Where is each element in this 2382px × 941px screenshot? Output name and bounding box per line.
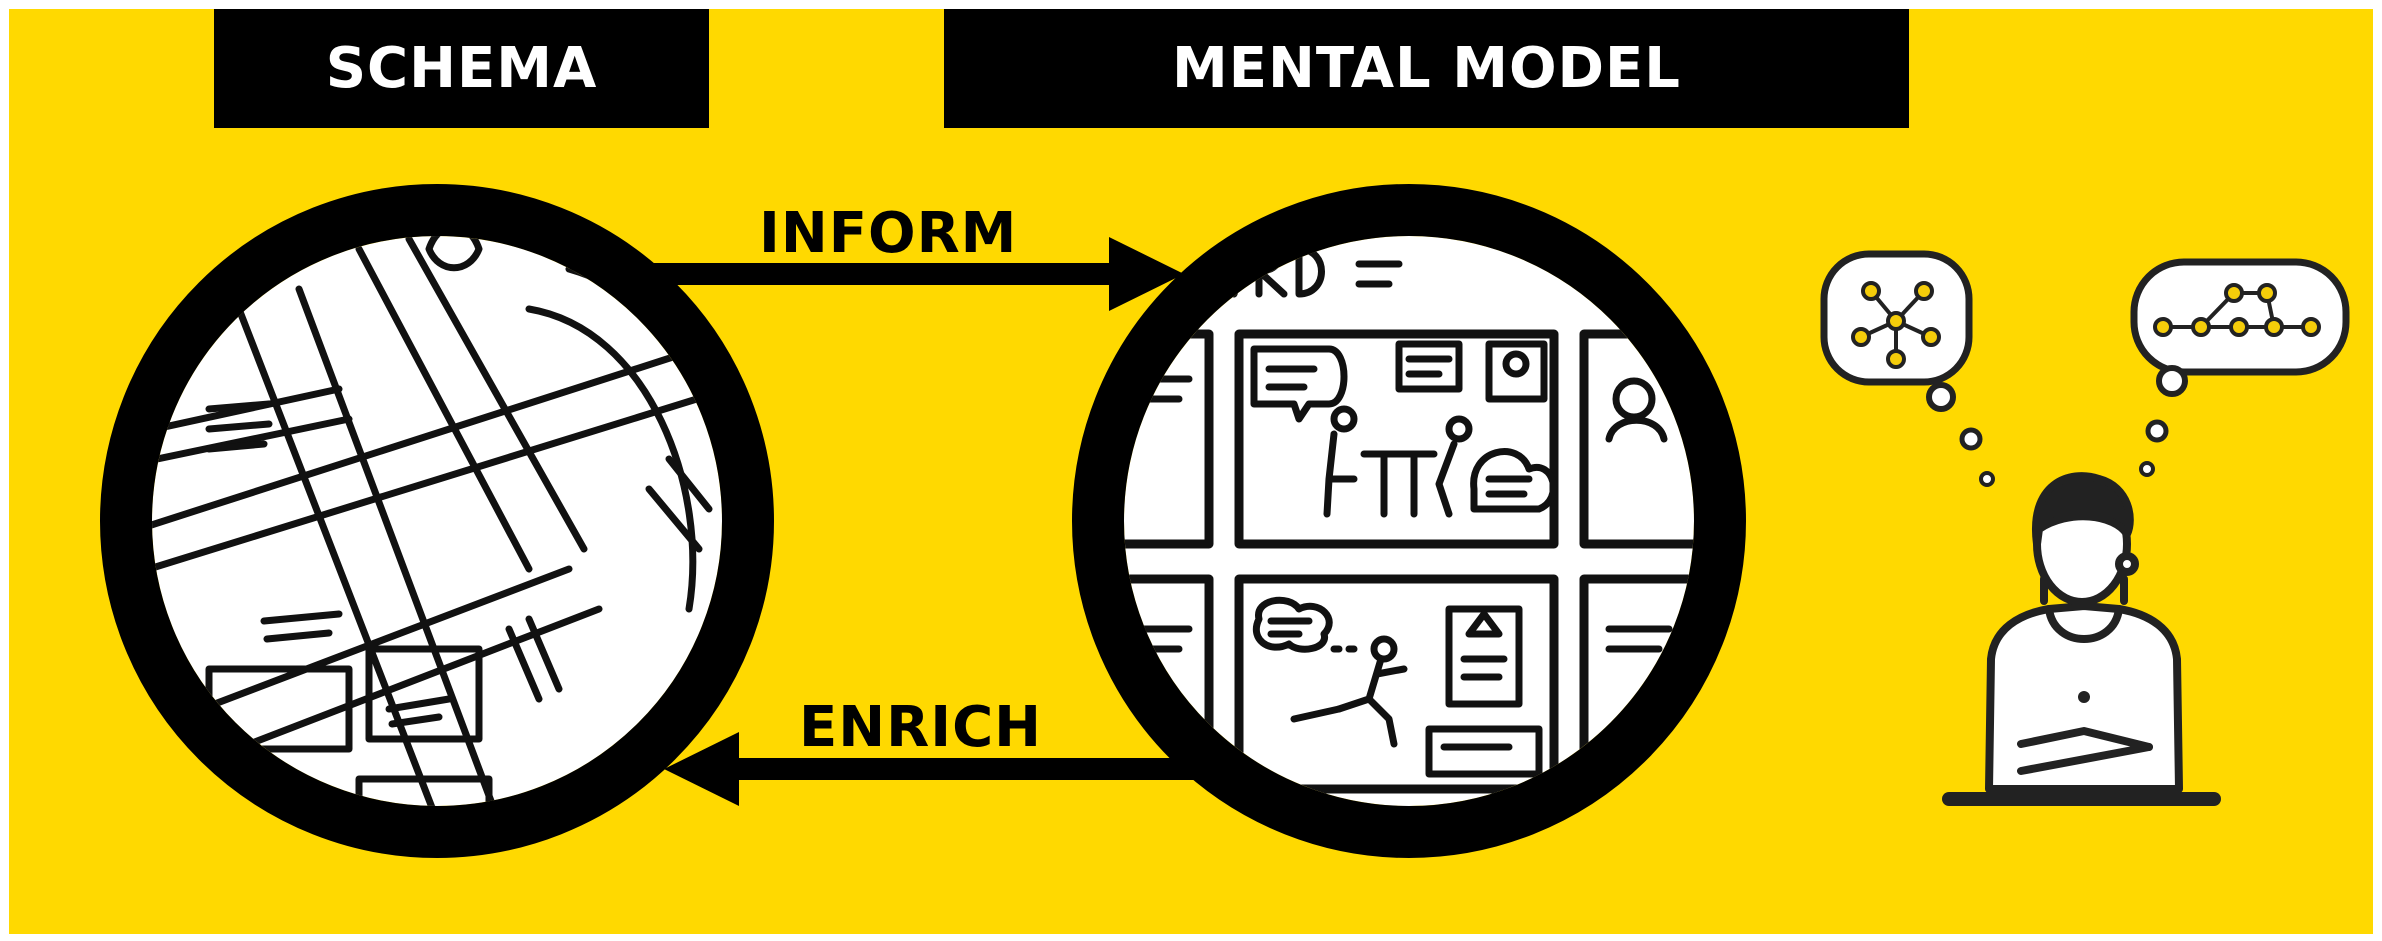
mental-model-label-box: MENTAL MODEL	[944, 9, 1909, 128]
enrich-arrow	[664, 732, 1199, 806]
enrich-label: ENRICH	[799, 695, 1043, 760]
schema-label-box: SCHEMA	[214, 9, 709, 128]
linear-thought-bubble	[2130, 258, 2350, 477]
diagram-illustration	[100, 184, 2350, 858]
mental-model-storyboard-illustration	[1072, 184, 1746, 858]
diagram-panel: SCHEMA MENTAL MODEL	[9, 9, 2373, 934]
inform-label: INFORM	[759, 201, 1018, 266]
schema-label: SCHEMA	[325, 36, 598, 101]
mental-model-label: MENTAL MODEL	[1172, 36, 1681, 101]
person-figure	[1942, 472, 2221, 806]
inform-arrow	[649, 237, 1184, 311]
network-thought-bubble	[1820, 250, 1995, 487]
thinking-person-illustration	[1820, 250, 2350, 806]
schema-map-illustration	[100, 184, 774, 858]
